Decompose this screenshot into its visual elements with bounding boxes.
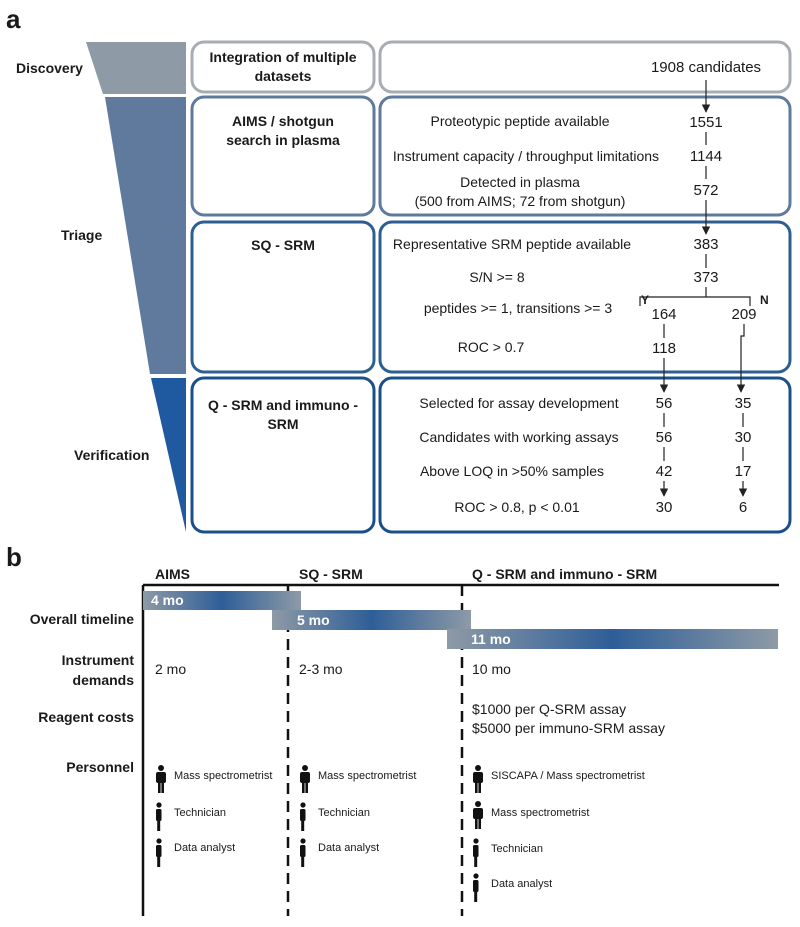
box-integration-title-1: Integration of multiple: [210, 49, 357, 65]
stage-label-discovery: Discovery: [16, 60, 83, 76]
box-integration: [190, 40, 376, 94]
q-step-1-yes: 56: [656, 395, 673, 412]
sq-step-3-label: peptides >= 1, transitions >= 3: [424, 300, 613, 316]
box-sq-srm: [190, 220, 376, 374]
row-header-personnel: Personnel: [66, 759, 134, 775]
sq-step-2-value: 373: [693, 269, 718, 286]
instrument-sq: 2-3 mo: [299, 661, 343, 677]
box-sq-srm-title: SQ - SRM: [251, 237, 315, 253]
q-step-4-no: 6: [739, 499, 747, 516]
timeline-label-q: 11 mo: [471, 631, 511, 647]
col-header-sq-srm: SQ - SRM: [299, 566, 363, 582]
no-label: N: [760, 293, 769, 307]
q-step-3-no: 17: [735, 463, 752, 480]
sq-step-3-no: 209: [731, 306, 756, 323]
candidates-count: 1908 candidates: [651, 59, 761, 76]
person-icon: [300, 765, 310, 793]
row-header-timeline: Overall timeline: [30, 611, 134, 627]
yes-label: Y: [641, 293, 649, 307]
q-step-2-no: 30: [735, 429, 752, 446]
q-step-2-label: Candidates with working assays: [419, 429, 618, 445]
timeline-bar-sq: [272, 610, 471, 630]
funnel-verification: [151, 378, 186, 532]
box-aims-title-2: search in plasma: [226, 132, 340, 148]
box-q-srm: [190, 376, 376, 534]
col-header-q-srm: Q - SRM and immuno - SRM: [472, 566, 657, 582]
aims-step-2-value: 1144: [690, 148, 722, 165]
stage-label-verification: Verification: [74, 447, 149, 463]
person-icon: [300, 838, 306, 867]
personnel-aims-2: Technician: [174, 807, 226, 819]
personnel-q-1: SISCAPA / Mass spectrometrist: [491, 770, 645, 782]
q-step-3-label: Above LOQ in >50% samples: [420, 463, 604, 479]
panel-b-letter: b: [6, 542, 22, 572]
person-icon: [156, 802, 162, 831]
sq-step-4-label: ROC > 0.7: [458, 339, 525, 355]
personnel-q-3: Technician: [491, 843, 543, 855]
sq-step-4-value: 118: [652, 340, 676, 357]
person-icon: [473, 801, 483, 829]
timeline-bar-aims: [143, 591, 301, 610]
personnel-sq-1: Mass spectrometrist: [318, 770, 416, 782]
timeline-bar-q: [447, 629, 778, 649]
personnel-aims-3: Data analyst: [174, 842, 235, 854]
sq-step-3-yes: 164: [651, 306, 676, 323]
aims-step-3-label-2: (500 from AIMS; 72 from shotgun): [415, 193, 626, 209]
reagent-cost-q-srm: $1000 per Q-SRM assay: [472, 701, 626, 717]
personnel-q-4: Data analyst: [491, 878, 552, 890]
q-step-4-label: ROC > 0.8, p < 0.01: [454, 499, 580, 515]
sq-step-1-value: 383: [693, 236, 718, 253]
aims-step-1-label: Proteotypic peptide available: [430, 113, 609, 129]
box-sq-results: [378, 220, 792, 374]
aims-step-1-value: 1551: [689, 114, 722, 131]
aims-step-3-label: Detected in plasma: [460, 174, 580, 190]
col-header-aims: AIMS: [155, 566, 190, 582]
box-q-results: [378, 376, 792, 534]
sq-step-1-label: Representative SRM peptide available: [393, 236, 631, 252]
yn-branch: [639, 296, 751, 306]
timeline-label-sq: 5 mo: [297, 612, 330, 628]
aims-step-3-value: 572: [693, 182, 718, 199]
instrument-q: 10 mo: [472, 661, 511, 677]
box-q-srm-title-2: SRM: [267, 416, 298, 432]
funnel-discovery: [86, 42, 186, 94]
reagent-cost-immuno-srm: $5000 per immuno-SRM assay: [472, 720, 665, 736]
person-icon: [473, 873, 479, 902]
box-integration-title-2: datasets: [255, 68, 312, 84]
instrument-aims: 2 mo: [155, 661, 186, 677]
q-step-4-yes: 30: [656, 499, 673, 516]
personnel-sq-3: Data analyst: [318, 842, 379, 854]
person-icon: [156, 765, 166, 793]
box-q-srm-title-1: Q - SRM and immuno -: [208, 397, 358, 413]
row-header-reagent: Reagent costs: [38, 709, 134, 725]
person-icon: [473, 838, 479, 867]
q-step-2-yes: 56: [656, 429, 673, 446]
row-header-instrument-1: Instrument: [62, 652, 135, 668]
box-integration-results: [378, 40, 792, 94]
stage-label-triage: Triage: [61, 227, 102, 243]
person-icon: [156, 838, 162, 867]
box-aims: [190, 95, 376, 217]
panel-a-letter: a: [6, 4, 21, 34]
q-step-1-label: Selected for assay development: [419, 395, 618, 411]
row-header-instrument-2: demands: [73, 672, 135, 688]
personnel-q-2: Mass spectrometrist: [491, 807, 589, 819]
funnel-triage: [105, 97, 186, 374]
box-aims-title-1: AIMS / shotgun: [232, 113, 334, 129]
q-step-1-no: 35: [735, 395, 752, 412]
personnel-aims-1: Mass spectrometrist: [174, 770, 272, 782]
arrow-no-to-q: [736, 324, 746, 393]
personnel-sq-2: Technician: [318, 807, 370, 819]
q-step-3-yes: 42: [656, 463, 673, 480]
box-aims-results: [378, 95, 792, 217]
person-icon: [473, 765, 483, 793]
timeline-label-aims: 4 mo: [151, 592, 184, 608]
sq-step-2-label: S/N >= 8: [469, 269, 524, 285]
person-icon: [300, 802, 306, 831]
aims-step-2-label: Instrument capacity / throughput limitat…: [393, 148, 659, 164]
